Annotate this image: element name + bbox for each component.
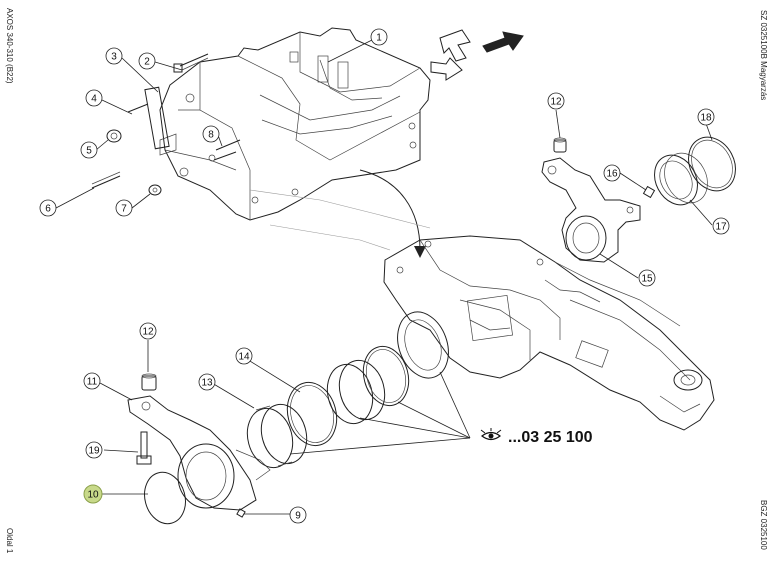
seal-ring-middle — [326, 359, 386, 425]
callout-16[interactable]: 16 — [603, 164, 621, 182]
svg-text:2: 2 — [144, 57, 150, 68]
callout-5[interactable]: 5 — [80, 141, 98, 159]
callout-14[interactable]: 14 — [235, 347, 253, 365]
cross-reference[interactable]: ...03 25 100 — [480, 428, 593, 446]
svg-text:14: 14 — [238, 352, 250, 363]
callout-6[interactable]: 6 — [39, 199, 57, 217]
svg-text:1: 1 — [376, 33, 382, 44]
svg-text:6: 6 — [45, 204, 51, 215]
frame-post — [337, 61, 349, 89]
part-10-oring — [144, 471, 186, 525]
callout-12-upper[interactable]: 12 — [547, 92, 565, 110]
part-12-bushing-lower — [141, 373, 157, 391]
part-11-bracket — [127, 395, 271, 511]
svg-text:12: 12 — [550, 97, 562, 108]
axle-opening — [397, 311, 449, 379]
callout-1[interactable]: 1 — [370, 28, 388, 46]
svg-text:18: 18 — [700, 113, 712, 124]
part-13-sleeve — [246, 403, 308, 469]
callout-10[interactable]: 10 — [83, 484, 103, 504]
eye-icon — [480, 428, 502, 441]
part-9-nipple — [236, 508, 246, 518]
svg-text:11: 11 — [87, 377, 98, 388]
callout-17[interactable]: 17 — [712, 217, 730, 235]
svg-text:9: 9 — [295, 511, 301, 522]
arrow-filled-icon — [482, 31, 524, 53]
part-6-stud — [91, 171, 121, 189]
svg-text:7: 7 — [121, 204, 127, 215]
part-17-seal — [654, 152, 708, 206]
assembly-arrow — [359, 169, 421, 251]
part-19-bolt — [136, 431, 152, 465]
callout-19[interactable]: 19 — [85, 441, 103, 459]
arrow-outline-icon — [439, 29, 471, 62]
svg-text:3: 3 — [111, 52, 117, 63]
svg-text:15: 15 — [641, 274, 653, 285]
orientation-arrows — [430, 29, 524, 81]
callout-12-lower[interactable]: 12 — [139, 322, 157, 340]
svg-text:16: 16 — [606, 169, 618, 180]
callout-7[interactable]: 7 — [115, 199, 133, 217]
callout-8[interactable]: 8 — [202, 125, 220, 143]
part-15-bracket — [541, 157, 641, 263]
assembly-arrow-head-icon — [414, 246, 426, 258]
part-8-pins — [213, 139, 241, 161]
svg-text:4: 4 — [91, 94, 97, 105]
callout-15[interactable]: 15 — [638, 269, 656, 287]
callout-18[interactable]: 18 — [697, 108, 715, 126]
frame-post — [317, 55, 329, 83]
axle-housing — [249, 189, 715, 431]
arrow-outline-down-icon — [430, 57, 463, 81]
svg-text:12: 12 — [142, 327, 154, 338]
part-3-plate — [144, 86, 170, 150]
part-1-frame — [159, 27, 431, 221]
callout-11[interactable]: 11 — [83, 372, 101, 390]
svg-text:5: 5 — [86, 146, 92, 157]
svg-text:8: 8 — [208, 130, 214, 141]
callout-4[interactable]: 4 — [85, 89, 103, 107]
svg-text:13: 13 — [201, 378, 213, 389]
oring-middle — [362, 345, 410, 407]
part-12-bushing-upper — [553, 137, 567, 153]
callout-9[interactable]: 9 — [289, 506, 307, 524]
part-14-ring — [286, 381, 338, 447]
part-4-stud — [127, 103, 149, 113]
callout-13[interactable]: 13 — [198, 373, 216, 391]
svg-text:17: 17 — [715, 222, 727, 233]
part-18-oring — [688, 136, 736, 192]
callout-2[interactable]: 2 — [138, 52, 156, 70]
svg-text:19: 19 — [88, 446, 100, 457]
callout-3[interactable]: 3 — [105, 47, 123, 65]
part-5-nut — [106, 129, 122, 143]
part-16-nipple — [642, 185, 656, 199]
reference-code: ...03 25 100 — [508, 429, 593, 446]
svg-text:10: 10 — [87, 490, 99, 501]
part-7-washer — [148, 184, 162, 196]
